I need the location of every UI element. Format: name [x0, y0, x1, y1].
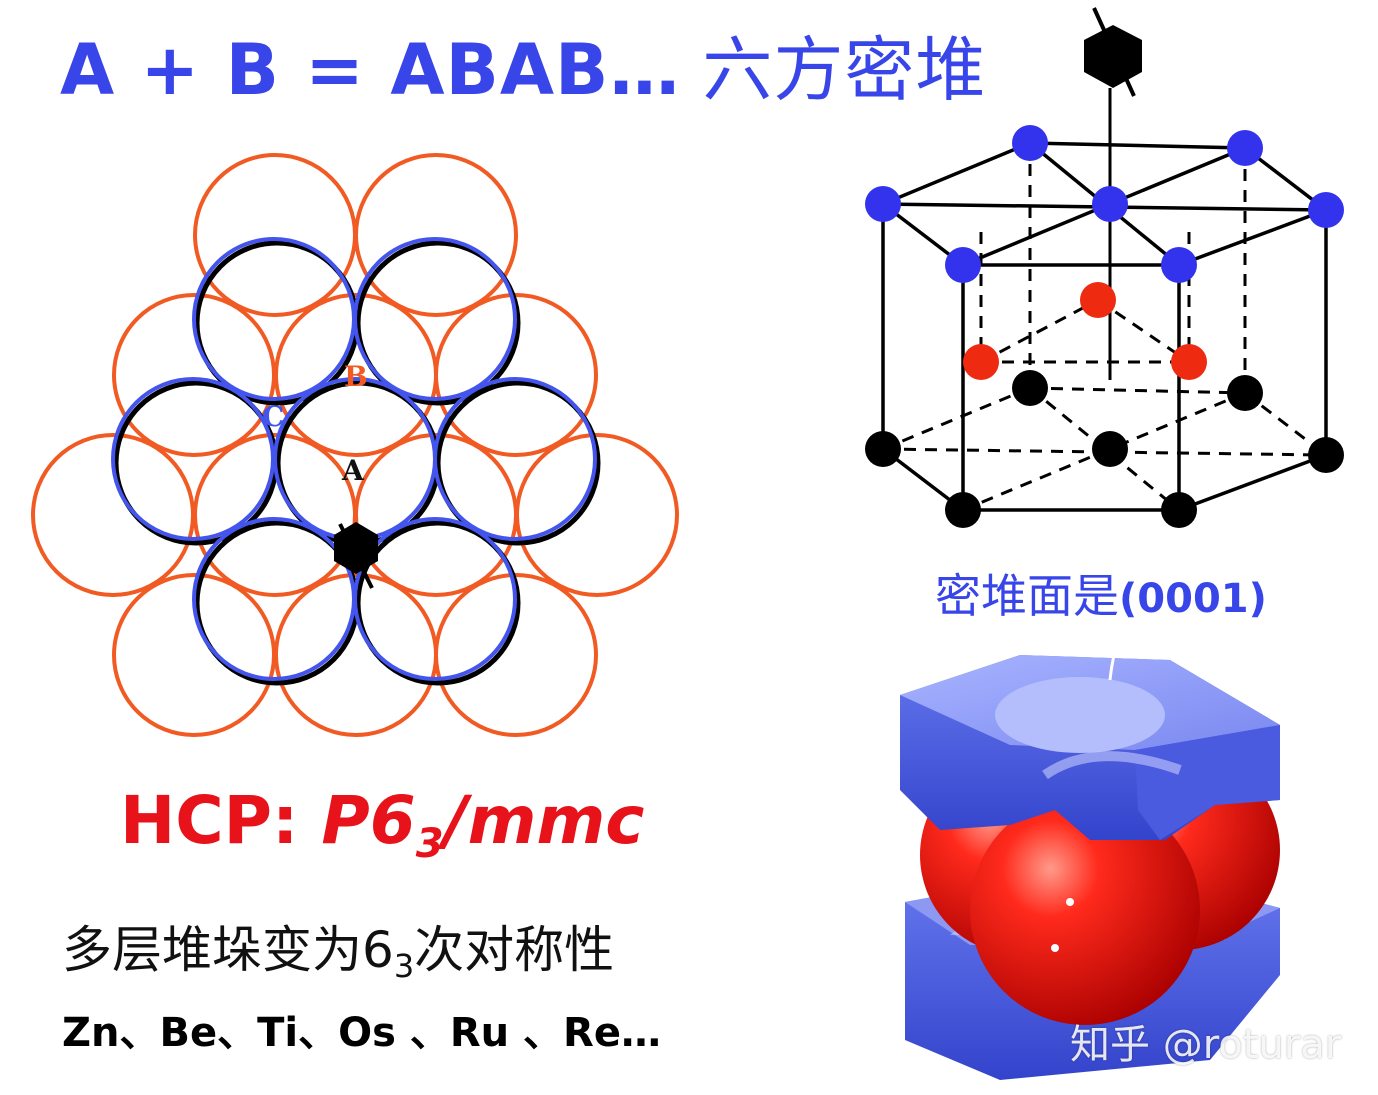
- example-metals: Zn、Be、Ti、Os 、Ru 、Re…: [62, 1010, 661, 1056]
- page-title: A + B = ABAB… 六方密堆: [60, 14, 986, 115]
- plane-note-text: 密堆面是: [935, 569, 1119, 623]
- middle-layer-atoms: [963, 282, 1207, 380]
- hcp-unit-cell-diagram: [865, 7, 1344, 528]
- top-layer-atoms: [865, 125, 1344, 283]
- space-group-subscript: 3: [415, 821, 444, 867]
- space-group-main: P6: [321, 782, 416, 859]
- space-group-symbol: P63/mmc: [321, 782, 645, 867]
- plane-note-hkl: (0001): [1119, 576, 1267, 622]
- symmetry-note: 多层堆垛变为63次对称性: [62, 910, 614, 985]
- stacking-diagram: B C A: [31, 153, 679, 737]
- symmetry-prefix: 多层堆垛变为6: [62, 921, 394, 979]
- sixfold-axis-icon: [334, 522, 378, 589]
- label-c: C: [262, 400, 284, 433]
- title-chinese: 六方密堆: [702, 29, 987, 111]
- space-group-label: HCP: P63/mmc: [120, 782, 644, 867]
- top-block: [900, 651, 1280, 840]
- title-formula: A + B = ABAB…: [60, 29, 681, 111]
- orange-layer-circles: [31, 153, 679, 737]
- bottom-layer-atoms: [865, 370, 1344, 528]
- blue-layer-circles: [111, 237, 597, 681]
- hcp-prefix: HCP:: [120, 782, 322, 859]
- watermark: 知乎 @roturar: [1070, 1022, 1342, 1068]
- label-b: B: [344, 360, 368, 393]
- symmetry-suffix: 次对称性: [414, 921, 615, 979]
- sixfold-axis-icon: [1084, 7, 1142, 380]
- hcp-3d-model: [900, 651, 1280, 1080]
- close-packed-plane-note: 密堆面是(0001): [935, 560, 1267, 626]
- space-group-rest: /mmc: [443, 782, 645, 859]
- symmetry-subscript: 3: [393, 947, 415, 985]
- label-a: A: [341, 454, 365, 487]
